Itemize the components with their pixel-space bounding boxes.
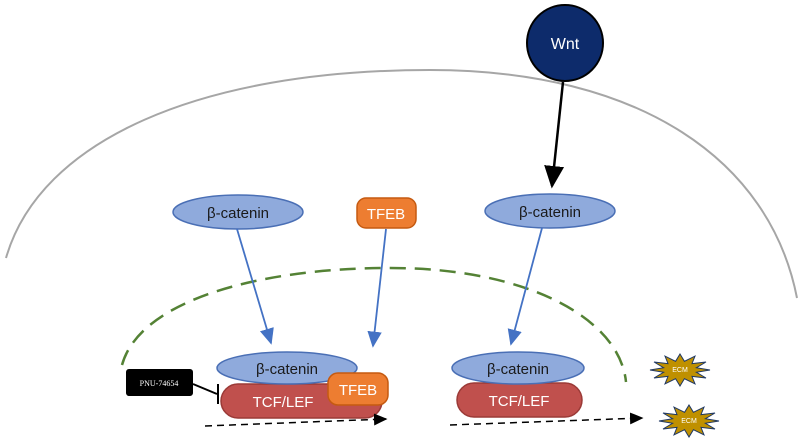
ecm-upper: ECM [649,353,711,387]
cell-membrane [5,68,798,299]
tcf-lef-right: TCF/LEF [456,382,583,418]
wnt-ligand: Wnt [526,4,604,82]
beta-catenin-label: β-catenin [256,361,318,378]
tfeb-label: TFEB [367,206,405,223]
translocation-arrow-right [507,227,543,346]
ecm-label: ECM [672,367,688,374]
wnt-arrow [544,81,565,189]
beta-catenin-label: β-catenin [207,205,269,222]
tfeb-nucleus: TFEB [327,372,389,406]
translocation-arrow-tfeb [367,228,387,348]
ecm-label: ECM [681,418,697,425]
beta-catenin-label: β-catenin [487,361,549,378]
ecm-lower: ECM [658,404,720,438]
transcription-arrow-left [204,413,388,427]
beta-catenin-nucleus-right: β-catenin [451,351,585,385]
wnt-label: Wnt [551,36,580,53]
wnt-circle [526,4,604,82]
pnu-74654-label: PNU-74654 [140,379,179,388]
inhibition-line [192,383,218,395]
tcf-lef-label: TCF/LEF [489,393,550,410]
beta-catenin-cytoplasm-right: β-catenin [484,193,616,229]
transcription-arrow-right [449,412,644,426]
tcf-lef-label: TCF/LEF [253,394,314,411]
pnu-74654-inhibitor: PNU-74654 [126,369,193,396]
tfeb-cytoplasm: TFEB [356,197,417,229]
beta-catenin-nucleus-left: β-catenin [216,351,358,385]
beta-catenin-cytoplasm-left: β-catenin [172,194,304,230]
tfeb-label: TFEB [339,382,377,399]
translocation-arrow-left [236,228,274,345]
nuclear-envelope [120,266,628,383]
beta-catenin-label: β-catenin [519,204,581,221]
